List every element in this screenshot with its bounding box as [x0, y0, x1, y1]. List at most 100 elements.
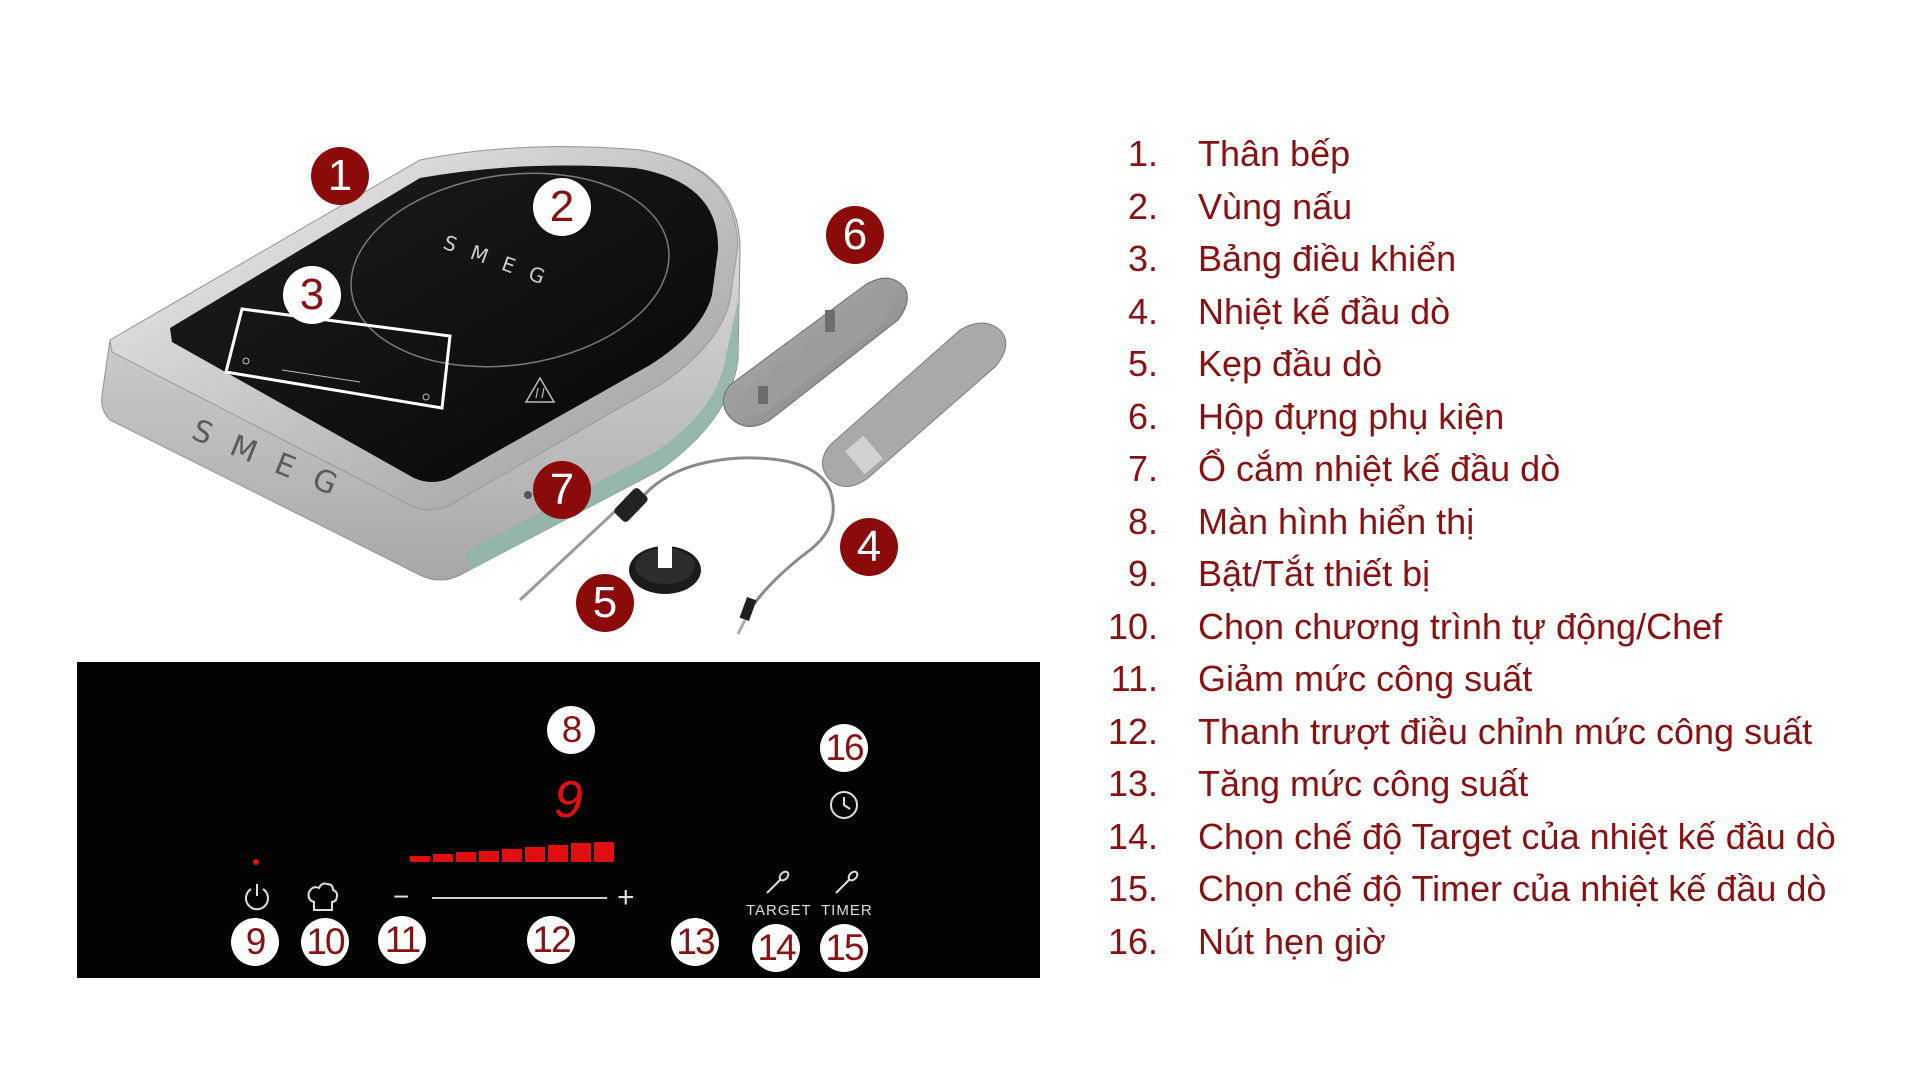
callout-number: 1 — [327, 151, 353, 200]
hot-surface-warning-icon — [524, 376, 556, 403]
legend-number: 1. — [1127, 133, 1158, 175]
legend-text: Chọn chương trình tự động/Chef — [1198, 605, 1723, 647]
power-icon[interactable] — [240, 880, 274, 914]
power-level-segment — [410, 856, 430, 862]
legend-item: 9.Bật/Tắt thiết bị — [1078, 548, 1898, 601]
power-level-segment — [548, 845, 568, 862]
legend-number: 4. — [1127, 290, 1158, 332]
legend-text: Bảng điều khiển — [1198, 238, 1457, 280]
timer-label: TIMER — [821, 902, 873, 919]
legend-number: 12. — [1107, 710, 1158, 752]
legend-text: Hộp đựng phụ kiện — [1198, 395, 1505, 437]
glass-top — [170, 165, 719, 483]
power-level-segment — [479, 850, 499, 862]
legend-item: 12. Thanh trượt điều chỉnh mức công suất — [1078, 706, 1898, 759]
callout-badge-8: 8 — [547, 706, 595, 754]
power-slider[interactable] — [432, 897, 607, 899]
accessory-box — [723, 277, 908, 427]
legend-number: 13. — [1107, 763, 1158, 805]
callout-number: 16 — [825, 727, 864, 768]
temperature-probe — [518, 456, 835, 635]
callout-number: 15 — [825, 927, 864, 968]
legend-text: Ổ cắm nhiệt kế đầu dò — [1198, 448, 1561, 490]
callout-number: 4 — [856, 522, 882, 571]
callout-number: 6 — [842, 210, 868, 259]
legend-number: 6. — [1127, 395, 1158, 437]
callout-badge-10: 10 — [301, 918, 349, 966]
accessory-lid — [822, 322, 1007, 487]
legend-item: 13. Tăng mức công suất — [1078, 758, 1898, 811]
legend-text: Nút hẹn giờ — [1198, 920, 1386, 962]
power-indicator-dot — [253, 859, 259, 865]
callout-badge-1: 1 — [311, 147, 369, 205]
control-panel-closeup: 9 − + TARGET TIMER — [77, 662, 1040, 978]
probe-clip — [629, 546, 701, 594]
callout-badge-16: 16 — [820, 724, 868, 772]
plus-button[interactable]: + — [617, 881, 636, 914]
power-level-segment — [502, 848, 522, 862]
legend-item: 1.Thân bếp — [1078, 128, 1898, 181]
callout-badge-12: 12 — [527, 916, 575, 964]
legend-item: 14.Chọn chế độ Target của nhiệt kế đầu d… — [1078, 811, 1898, 864]
probe-socket — [524, 491, 532, 499]
legend-text: Chọn chế độ Target của nhiệt kế đầu dò — [1198, 815, 1836, 857]
power-level-segment — [433, 854, 453, 862]
timer-probe-icon[interactable] — [832, 870, 862, 896]
legend-number: 16. — [1107, 920, 1158, 962]
power-level-segment — [525, 847, 545, 862]
power-level-segment — [594, 841, 614, 862]
legend-number: 3. — [1127, 238, 1158, 280]
callout-number: 9 — [245, 921, 267, 962]
control-panel-highlight — [224, 307, 452, 410]
legend-text: Thanh trượt điều chỉnh mức công suất — [1198, 710, 1813, 752]
power-level-segment — [456, 852, 476, 862]
callout-badge-5: 5 — [576, 574, 634, 632]
legend-item: 2.Vùng nấu — [1078, 181, 1898, 234]
callout-number: 12 — [532, 919, 571, 960]
legend-number: 9. — [1127, 553, 1158, 595]
legend-item: 16. Nút hẹn giờ — [1078, 916, 1898, 969]
callout-badge-13: 13 — [671, 918, 719, 966]
callout-number: 7 — [549, 465, 575, 514]
callout-badge-9: 9 — [231, 918, 279, 966]
callout-badge-2: 2 — [533, 178, 591, 236]
callout-badge-4: 4 — [840, 518, 898, 576]
callout-number: 2 — [549, 182, 575, 231]
legend-item: 3. Bảng điều khiển — [1078, 233, 1898, 286]
callout-badge-3: 3 — [283, 266, 341, 324]
clock-icon[interactable] — [827, 788, 861, 822]
callout-number: 14 — [757, 927, 796, 968]
legend-number: 10. — [1107, 605, 1158, 647]
legend-text: Màn hình hiển thị — [1198, 500, 1475, 542]
callout-number: 13 — [676, 921, 715, 962]
callout-number: 8 — [561, 709, 583, 750]
callout-badge-6: 6 — [826, 206, 884, 264]
display-digit: 9 — [554, 771, 583, 829]
cooking-zone-ring — [350, 172, 670, 368]
callout-number: 10 — [306, 921, 345, 962]
legend-text: Giảm mức công suất — [1198, 658, 1533, 700]
cooktop-illustration: SMEG SMEG — [101, 146, 1007, 635]
legend-item: 11.Giảm mức công suất — [1078, 653, 1898, 706]
legend-text: Tăng mức công suất — [1198, 763, 1529, 805]
minus-button[interactable]: − — [393, 881, 411, 912]
power-level-bar — [410, 840, 616, 862]
legend-number: 15. — [1107, 868, 1158, 910]
callout-badge-7: 7 — [533, 461, 591, 519]
chef-hat-icon[interactable] — [305, 880, 341, 914]
legend-item: 5.Kẹp đầu dò — [1078, 338, 1898, 391]
target-probe-icon[interactable] — [763, 870, 793, 896]
callout-badge-14: 14 — [752, 924, 800, 972]
legend-item: 6. Hộp đựng phụ kiện — [1078, 391, 1898, 444]
legend-number: 5. — [1127, 343, 1158, 385]
power-level-segment — [571, 843, 591, 862]
callout-badge-15: 15 — [820, 924, 868, 972]
callout-number: 5 — [592, 578, 618, 627]
legend-item: 15.Chọn chế độ Timer của nhiệt kế đầu dò — [1078, 863, 1898, 916]
legend-item: 7.Ổ cắm nhiệt kế đầu dò — [1078, 443, 1898, 496]
legend-item: 4.Nhiệt kế đầu dò — [1078, 286, 1898, 339]
callout-number: 3 — [299, 270, 325, 319]
legend-item: 8.Màn hình hiển thị — [1078, 496, 1898, 549]
